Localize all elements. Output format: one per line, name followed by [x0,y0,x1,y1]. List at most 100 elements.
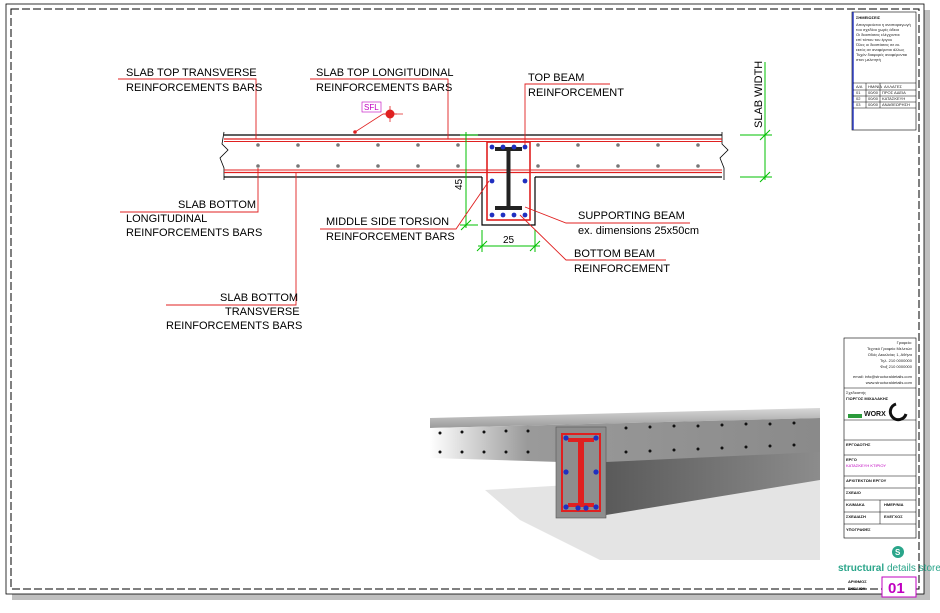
brand-part2: details store [887,563,940,574]
designer-label: Σχεδιαστής [846,390,866,395]
drawn-label: ΣΧΕΔΙΑΣΗ [846,514,866,519]
slab-bottom-longitudinal-bars [256,164,700,168]
callout-text-line-3: REINFORCEMENTS BARS [126,227,262,239]
sheet-number-box: ΑΡΙΘΜΟΣ ΣΧΕΔΙΟΥ 01 [848,576,917,598]
callout-text-line-1: BOTTOM BEAM [574,248,655,260]
callout-middle-side-torsion: MIDDLE SIDE TORSION REINFORCEMENT BARS [320,180,490,243]
office-line: www.structuraldetails.com [866,380,913,385]
beam-height-label: 45 [454,178,465,190]
office-line: Φαξ 210 0000000 [880,364,913,369]
rev-cell: 02 [856,96,861,101]
sheet-no-label-1: ΑΡΙΘΜΟΣ [848,579,867,584]
beam-stirrup [486,141,531,221]
render-slab-bars [438,421,796,454]
callout-bottom-beam: BOTTOM BEAM REINFORCEMENT [519,214,670,275]
callout-supporting-beam: SUPPORTING BEAM ex. dimensions 25x50cm [524,206,699,237]
callout-slab-bottom-longitudinal: SLAB BOTTOM LONGITUDINAL REINFORCEMENTS … [120,168,262,239]
project-owner-label: ΕΡΓΟΔΟΤΗΣ [846,442,871,447]
sheet-no-label-2: ΣΧΕΔΙΟΥ [848,586,866,591]
callout-text-line-1: SUPPORTING BEAM [578,210,685,222]
callout-text-line-2: REINFORCEMENT BARS [326,231,455,243]
drawing-border [10,8,920,590]
project-label: ΕΡΓΟ [846,457,857,462]
notes-line: Όλες οι διαστάσεις σε εκ. [855,42,900,47]
callout-text-line-1: SLAB BOTTOM [178,199,256,211]
notes-heading: ΣΗΜΕΙΩΣΕΙΣ [856,15,881,20]
sfl-marker: SFL [353,101,403,134]
render-beam-bars [563,435,599,511]
svg-text:S: S [895,548,901,557]
callout-text-line-1: MIDDLE SIDE TORSION [326,216,449,228]
rev-cell: 00/00 [868,96,879,101]
callout-text-line-2: TRANSVERSE [225,306,300,318]
beam-height-dimension: 45 [454,132,478,231]
callout-slab-top-transverse: SLAB TOP TRANSVERSE REINFORCEMENTS BARS [118,67,262,139]
checked-label: ΕΛΕΓΧΟΣ [884,514,903,519]
callout-slab-top-longitudinal: SLAB TOP LONGITUDINAL REINFORCEMENTS BAR… [310,67,454,139]
rev-cell: 00/00 [868,90,879,95]
rev-header-date: ΗΜ/ΝΙΑ [868,84,882,89]
rev-cell: ΑΝΑΘΕΩΡΗΣΗ [882,102,910,107]
slab-width-label: SLAB WIDTH [753,61,765,128]
beam-width-dimension: 25 [476,230,541,252]
rev-cell: ΠΡΟΣ ΑΔΕΙΑ [882,90,906,95]
render-steel-section [561,433,601,512]
designer-name: ΓΙΩΡΓΟΣ ΜΙΧΑΛΑΚΗΣ [846,396,889,401]
drawing-label: ΑΡΧΙΤΕΚΤΩΝ ΕΡΓΟΥ [846,478,887,483]
office-line: Οδός Δεκελείας 1, Αθήνα [868,352,913,357]
callout-text-line-1: SLAB BOTTOM [220,292,298,304]
callout-text-line-2: REINFORCEMENT [528,87,624,99]
brand-logo: S structural details store [838,546,940,574]
sfl-label: SFL [364,103,379,112]
callout-text-line-2: REINFORCEMENTS BARS [126,82,262,94]
notes-line: Τυχόν διαφορές αναφέρονται [856,52,907,57]
callout-text-line-2: LONGITUDINAL [126,213,207,225]
callout-slab-bottom-transverse: SLAB BOTTOM TRANSVERSE REINFORCEMENTS BA… [166,173,302,332]
logo-text: WORX [864,411,886,418]
slab-width-dimension: SLAB WIDTH [740,61,772,183]
section-detail: SFL SLAB WIDTH 45 25 [118,61,772,332]
office-line: Τεχνικό Γραφείο Μελετών [867,346,912,351]
callout-text-line-2: REINFORCEMENTS BARS [316,82,452,94]
drawing-title-label: ΣΧΕΔΙΟ [846,490,861,495]
beam-outline [481,177,536,226]
date-label: ΗΜΕΡ/ΝΙΑ [884,502,904,507]
signature-label: ΥΠΟΓΡΑΦΕΣ [846,527,871,532]
firm-logo: WORX [848,402,908,422]
rev-cell: ΚΑΤΑΣΚΕΥΗ [882,96,905,101]
rev-cell: 03 [856,102,861,107]
render-slab-top [430,408,820,428]
rev-header-changes: ΑΛΛΑΓΕΣ [884,84,903,89]
notes-box [851,11,917,131]
scale-label: ΚΛΙΜΑΚΑ [846,502,865,507]
rev-header-no: Α/Α [856,84,863,89]
revisions-table: Α/Α ΗΜ/ΝΙΑ ΑΛΛΑΓΕΣ 01 00/00 ΠΡΟΣ ΑΔΕΙΑ 0… [853,82,916,109]
callout-text-line-2: ex. dimensions 25x50cm [578,225,699,237]
office-line: email: info@structuraldetails.com [853,374,913,379]
rev-cell: 00/00 [868,102,879,107]
notes-line: του σχεδίου χωρίς άδεια [856,27,900,32]
beam-width-label: 25 [503,235,515,246]
render-beam-side [606,452,820,515]
brand-part1: structural [838,563,884,574]
callout-top-beam: TOP BEAM REINFORCEMENT [524,72,624,145]
callout-text-line-3: REINFORCEMENTS BARS [166,320,302,332]
beam-bars [489,144,528,218]
sheet-number: 01 [888,580,905,597]
notes-line: εκτός αν αναφέρεται άλλως [856,47,904,52]
slab-top-longitudinal-bars [256,143,700,147]
notes-line: επί τόπου του έργου [856,37,892,42]
project-value: ΚΑΤΑΣΚΕΥΗ ΚΤΙΡΙΟΥ [846,463,886,468]
callout-text-line-2: REINFORCEMENT [574,263,670,275]
steel-i-section [495,147,522,210]
notes-line: Απαγορεύεται η αναπαραγωγή [856,22,911,27]
callout-text-line-1: SLAB TOP LONGITUDINAL [316,67,454,79]
notes-line: στον μελετητή [856,57,881,62]
office-line: Γραφείο: [897,340,912,345]
office-line: Τηλ. 210 0000000 [880,358,913,363]
title-block: ΣΗΜΕΙΩΣΕΙΣ Απαγορεύεται η αναπαραγωγή το… [838,11,940,598]
notes-line: Οι διαστάσεις ελέγχονται [856,32,900,37]
render-3d [430,408,820,560]
